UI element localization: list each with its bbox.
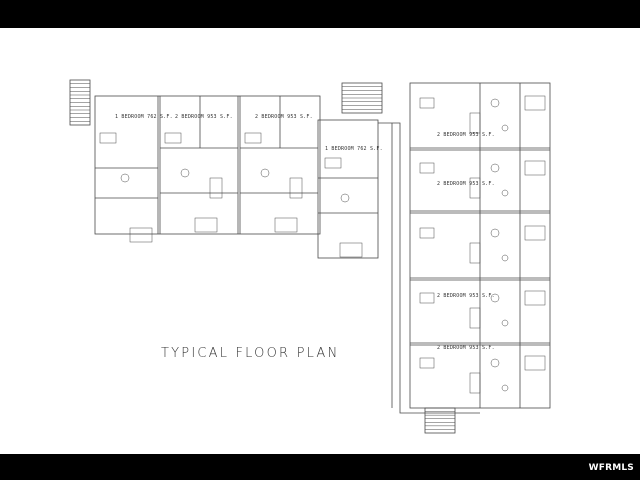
unit-label: 2 BEDROOM 953 S.F. xyxy=(437,345,495,351)
unit-label: 2 BEDROOM 953 S.F. xyxy=(175,114,233,120)
bed xyxy=(129,227,153,243)
kitchen-counter xyxy=(164,132,182,144)
sink xyxy=(501,189,509,197)
unit-label: 1 BEDROOM 762 S.F. xyxy=(115,114,173,120)
kitchen-counter xyxy=(419,292,435,304)
sink xyxy=(501,319,509,327)
bed xyxy=(524,160,546,176)
sink xyxy=(501,384,509,392)
toilet xyxy=(490,98,500,108)
toilet xyxy=(490,228,500,238)
floor-plan-canvas: 1 BEDROOM 762 S.F. 2 BEDROOM 953 S.F. 2 … xyxy=(0,28,640,454)
toilet xyxy=(490,293,500,303)
bed xyxy=(524,225,546,241)
unit-label: 2 BEDROOM 953 S.F. xyxy=(437,132,495,138)
floor-plan-caption: TYPICAL FLOOR PLAN xyxy=(161,346,340,361)
dining-table xyxy=(469,242,481,264)
bed xyxy=(524,355,546,371)
kitchen-counter xyxy=(244,132,262,144)
bed xyxy=(339,242,363,258)
dining-table xyxy=(209,177,223,199)
dining-table xyxy=(469,307,481,329)
kitchen-counter xyxy=(419,227,435,239)
kitchen-counter xyxy=(99,132,117,144)
bed xyxy=(524,290,546,306)
dining-table xyxy=(469,372,481,394)
toilet xyxy=(180,168,190,178)
dining-table xyxy=(289,177,303,199)
kitchen-counter xyxy=(419,357,435,369)
left-wing-outline xyxy=(94,95,321,235)
stair-south xyxy=(424,407,456,434)
unit-label: 2 BEDROOM 953 S.F. xyxy=(437,181,495,187)
floor-plan-drawing xyxy=(69,79,551,434)
sink xyxy=(501,124,509,132)
toilet xyxy=(490,358,500,368)
unit-label: 2 BEDROOM 953 S.F. xyxy=(437,293,495,299)
sink xyxy=(501,254,509,262)
kitchen-counter xyxy=(419,97,435,109)
dining-table xyxy=(469,177,481,199)
kitchen-counter xyxy=(324,157,342,169)
unit-label: 1 BEDROOM 762 S.F. xyxy=(325,146,383,152)
toilet xyxy=(120,173,130,183)
bed xyxy=(194,217,218,233)
kitchen-counter xyxy=(419,162,435,174)
toilet xyxy=(490,163,500,173)
watermark-logo: WFRMLS xyxy=(588,463,634,473)
toilet xyxy=(260,168,270,178)
dining-table xyxy=(469,112,481,134)
bed xyxy=(524,95,546,111)
unit-label: 2 BEDROOM 953 S.F. xyxy=(255,114,313,120)
bed xyxy=(274,217,298,233)
toilet xyxy=(340,193,350,203)
corner-unit-outline xyxy=(317,119,379,259)
